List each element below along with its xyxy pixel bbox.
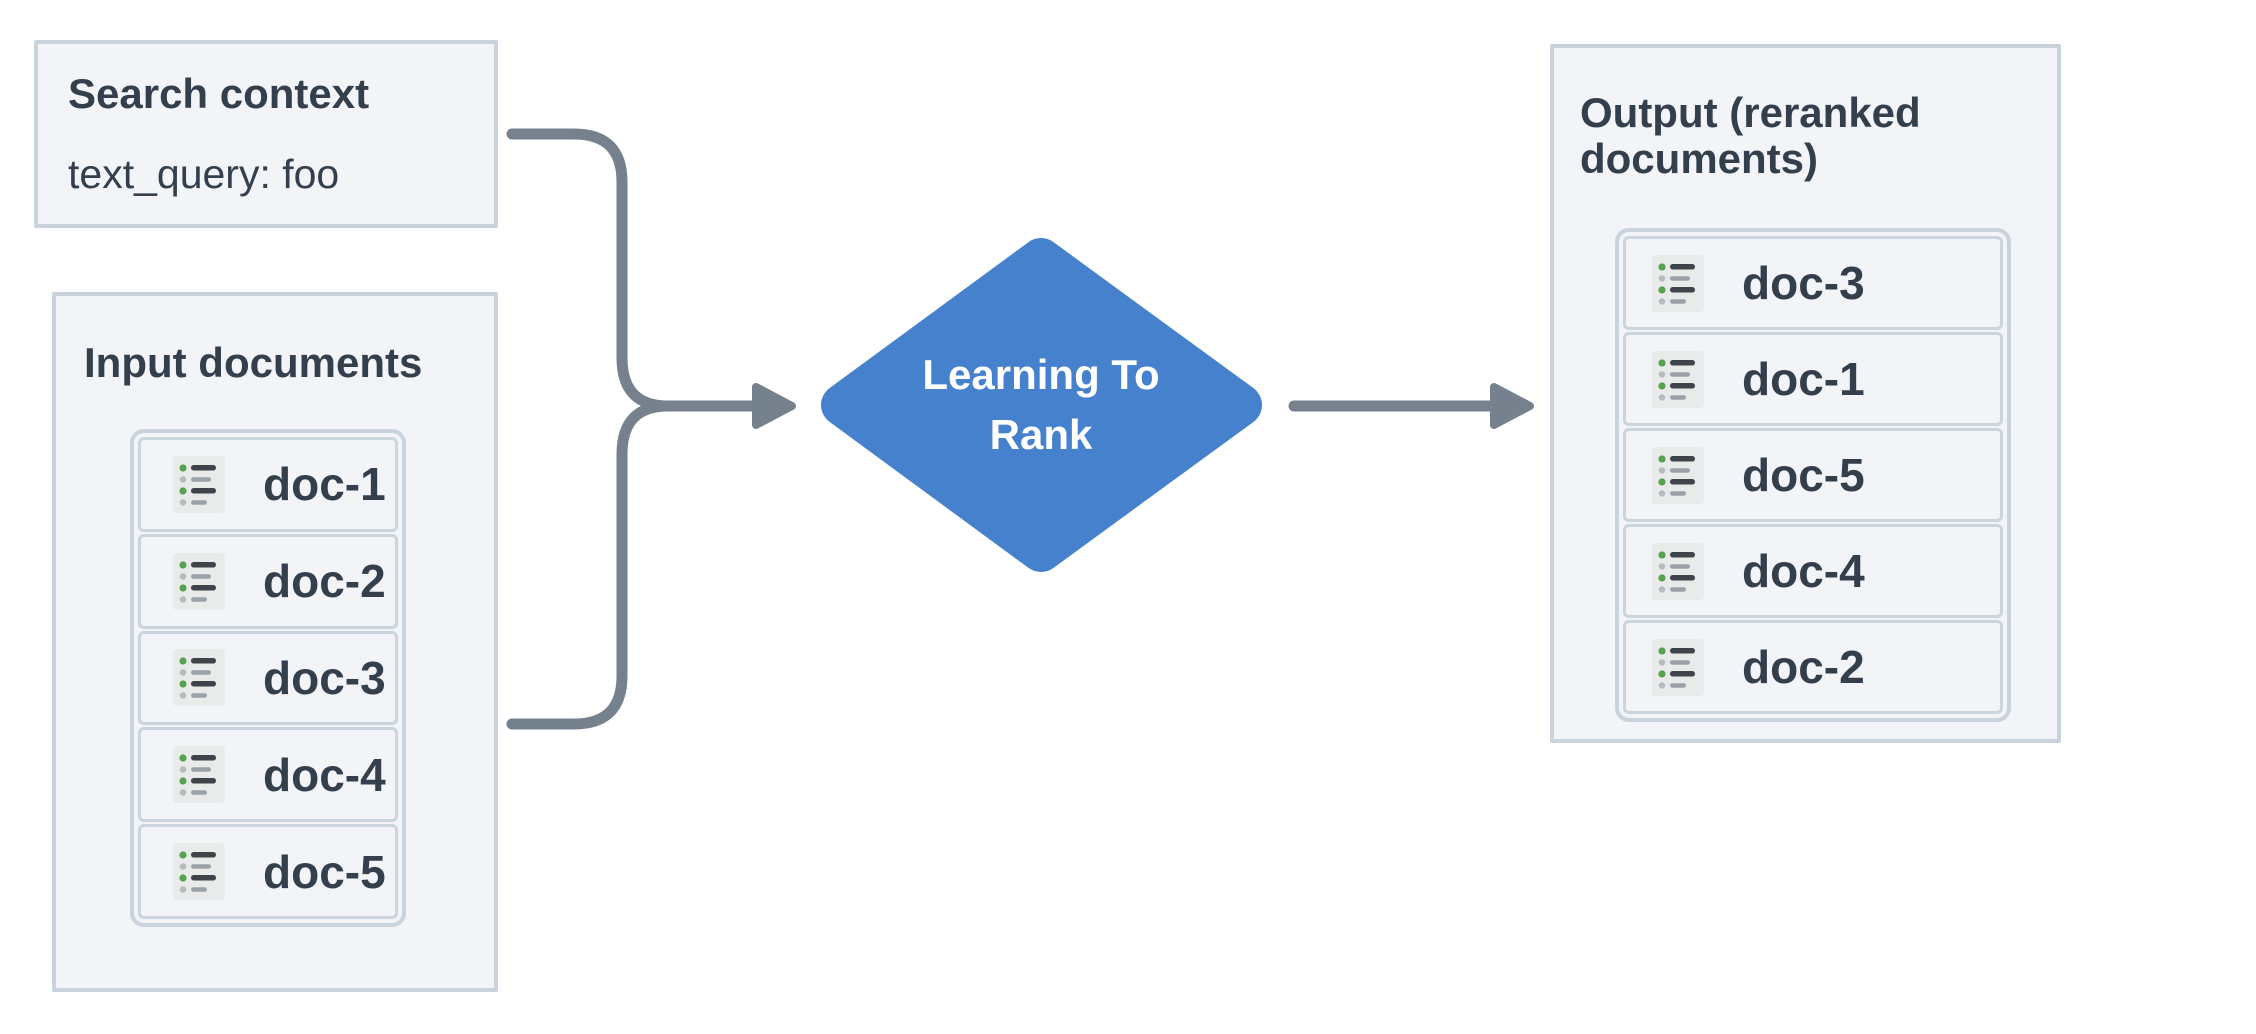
input-doc-row-2: doc-2 <box>138 533 398 629</box>
ltr-node-label-line1: Learning To <box>922 351 1160 398</box>
output-doc-row-2: doc-1 <box>1623 332 2003 426</box>
doc-label: doc-2 <box>263 555 386 608</box>
ltr-diamond-node <box>821 238 1262 572</box>
output-doc-row-4: doc-4 <box>1623 524 2003 618</box>
bulleted-list-document-icon <box>173 843 225 900</box>
input-doc-row-5: doc-5 <box>138 824 398 919</box>
input-documents-panel: Input documents doc-1 doc-2 doc-3 doc-4 … <box>52 292 498 992</box>
search-context-query-text: text_query: foo <box>68 151 340 197</box>
bulleted-list-document-icon <box>173 456 225 513</box>
bulleted-list-document-icon <box>1652 543 1704 600</box>
connector-docs-to-merge-line <box>506 400 674 730</box>
bulleted-list-document-icon <box>1652 447 1704 504</box>
connector-search-to-merge-line <box>506 128 758 412</box>
doc-label: doc-4 <box>263 748 386 801</box>
doc-label: doc-1 <box>263 458 386 511</box>
bulleted-list-document-icon <box>1652 351 1704 408</box>
doc-label: doc-1 <box>1742 353 1865 405</box>
input-doc-row-1: doc-1 <box>138 437 398 532</box>
ltr-node-label-line2: Rank <box>989 411 1093 458</box>
bulleted-list-document-icon <box>173 649 225 706</box>
input-doc-row-3: doc-3 <box>138 630 398 726</box>
doc-label: doc-3 <box>263 651 386 704</box>
output-document-list: doc-3 doc-1 doc-5 doc-4 doc-2 <box>1615 228 2011 722</box>
output-title: Output (reranked documents) <box>1580 89 1921 182</box>
output-arrowhead-icon <box>1490 383 1534 429</box>
output-doc-row-3: doc-5 <box>1623 428 2003 522</box>
output-panel: Output (reranked documents) doc-3 doc-1 … <box>1550 44 2061 743</box>
doc-label: doc-2 <box>1742 641 1865 693</box>
bulleted-list-document-icon <box>173 746 225 803</box>
doc-label: doc-5 <box>263 845 386 898</box>
input-doc-row-4: doc-4 <box>138 727 398 823</box>
ltr-node-label: Learning To Rank <box>881 343 1201 467</box>
output-doc-row-1: doc-3 <box>1623 236 2003 330</box>
search-context-panel: Search context text_query: foo <box>34 40 498 228</box>
output-doc-row-5: doc-2 <box>1623 620 2003 714</box>
bulleted-list-document-icon <box>1652 639 1704 696</box>
doc-label: doc-3 <box>1742 257 1865 309</box>
doc-label: doc-5 <box>1742 449 1865 501</box>
doc-label: doc-4 <box>1742 545 1865 597</box>
merge-arrowhead-icon <box>752 383 796 429</box>
input-documents-title: Input documents <box>84 339 423 386</box>
bulleted-list-document-icon <box>1652 255 1704 312</box>
search-context-title: Search context <box>68 70 370 117</box>
bulleted-list-document-icon <box>173 553 225 610</box>
input-document-list: doc-1 doc-2 doc-3 doc-4 doc-5 <box>130 429 406 927</box>
